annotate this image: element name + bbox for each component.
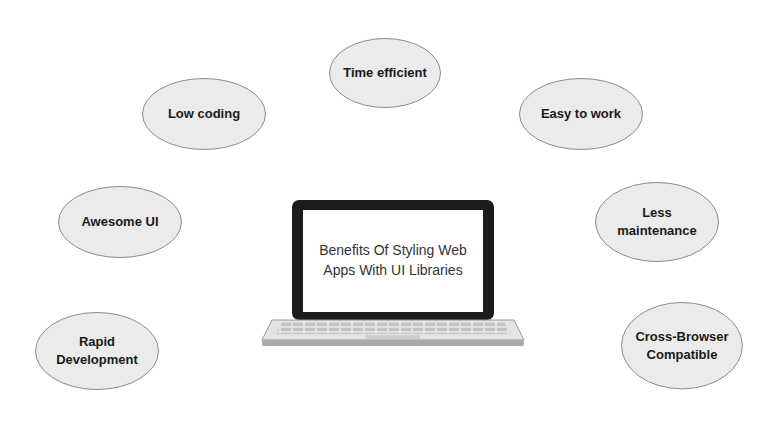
benefit-ellipse: Rapid Development <box>35 312 159 390</box>
laptop-bezel <box>292 200 494 320</box>
benefit-label: Easy to work <box>541 105 621 123</box>
benefit-ellipse: Time efficient <box>329 38 441 108</box>
laptop-keyboard <box>276 322 510 334</box>
ellipse-shape <box>622 303 743 389</box>
ellipse-outline <box>35 312 159 390</box>
benefit-ellipse: Less maintenance <box>595 182 719 262</box>
laptop-deck <box>262 320 524 340</box>
screen-title: Benefits Of Styling Web Apps With UI Lib… <box>303 210 483 312</box>
ellipse-shape <box>520 79 643 150</box>
benefit-ellipse: Cross-Browser Compatible <box>621 302 743 389</box>
benefit-label: Rapid Development <box>51 333 143 368</box>
ellipse-outline <box>621 302 743 389</box>
laptop-trackpad <box>366 335 420 339</box>
ellipse-outline <box>595 182 719 262</box>
benefit-ellipse: Low coding <box>142 78 266 150</box>
benefit-ellipse: Easy to work <box>519 78 643 150</box>
benefit-label: Less maintenance <box>611 204 703 239</box>
benefit-label: Awesome UI <box>81 213 158 231</box>
benefit-label: Time efficient <box>343 64 427 82</box>
ellipse-shape <box>59 187 182 258</box>
ellipse-shape <box>36 313 159 390</box>
benefit-label: Low coding <box>168 105 240 123</box>
benefit-label: Cross-Browser Compatible <box>634 328 730 363</box>
laptop-base-lip <box>262 340 524 346</box>
laptop-screen <box>303 210 483 312</box>
ellipse-shape <box>596 183 719 262</box>
title-text: Benefits Of Styling Web Apps With UI Lib… <box>313 241 473 280</box>
ellipse-shape <box>330 39 441 108</box>
benefit-ellipse: Awesome UI <box>58 186 182 258</box>
ellipse-shape <box>143 79 266 150</box>
